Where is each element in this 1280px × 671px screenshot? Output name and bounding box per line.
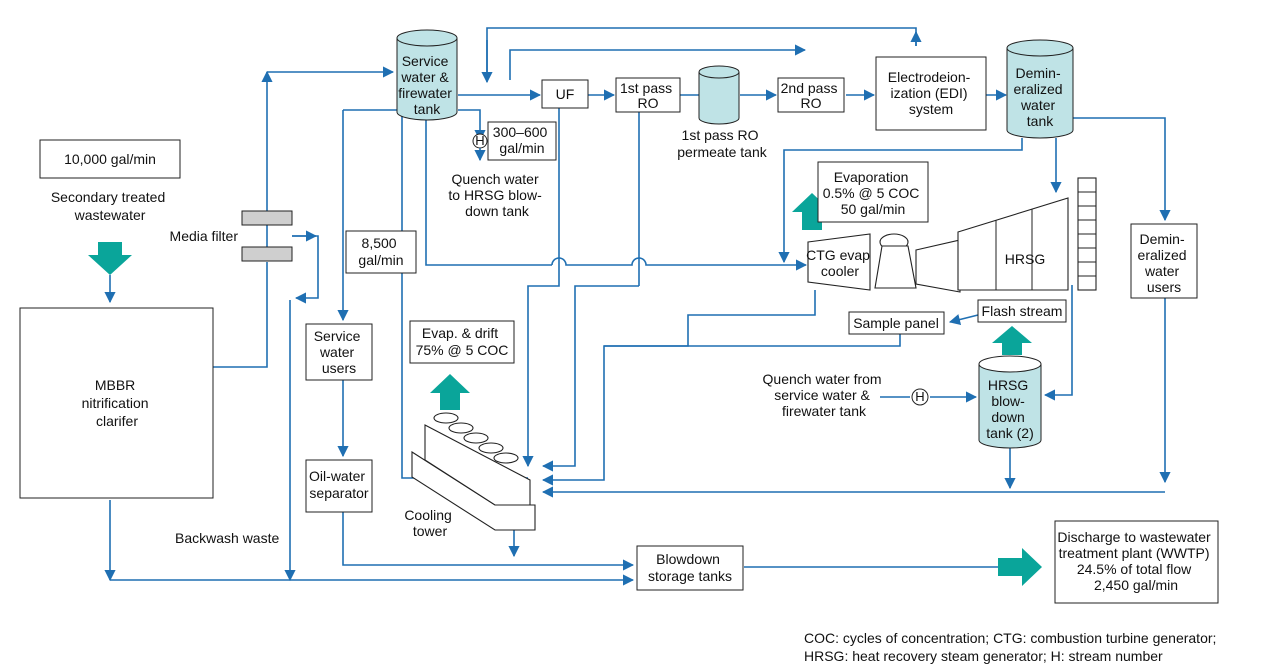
hrsg-blowdown-tank: HRSG blow- down tank (2) — [978, 355, 1042, 449]
ctg-cooler-label: CTG evap cooler — [806, 247, 874, 279]
demin-users-box: Demin- eralized water users — [1130, 223, 1198, 299]
service-users-label: Service water users — [314, 328, 365, 376]
input-arrow-icon — [88, 242, 132, 275]
evaporation-label: Evaporation 0.5% @ 5 COC 50 gal/min — [823, 169, 924, 217]
flow-300-box: 300–600 gal/min — [487, 121, 557, 161]
flow-8500-box: 8,500 gal/min — [345, 230, 417, 274]
turbine — [874, 233, 961, 293]
ro1-box: 1st pass RO — [615, 77, 681, 113]
mbbr-box: MBBR nitrification clarifer — [19, 307, 214, 499]
flow-in-label: 10,000 gal/min — [64, 151, 156, 167]
stream-marker-2: H — [911, 388, 929, 406]
secondary-label: Secondary treated wastewater — [51, 189, 169, 223]
uf-box: UF — [541, 79, 589, 109]
ro2-box: 2nd pass RO — [777, 77, 845, 113]
mbbr-label: MBBR nitrification clarifer — [82, 377, 153, 429]
sample-panel-label: Sample panel — [853, 315, 939, 331]
flash-arrow-icon — [992, 326, 1032, 355]
hrsg-unit: HRSG — [957, 177, 1097, 291]
blowdown-tank-label: HRSG blow- down tank (2) — [986, 377, 1033, 441]
blowdown-storage-label: Blowdown storage tanks — [648, 551, 732, 584]
flash-stream-label: Flash stream — [982, 303, 1063, 319]
demin-water-tank: Demin- eralized water tank — [1006, 39, 1074, 139]
service-users-box: Service water users — [305, 323, 373, 381]
backwash-label: Backwash waste — [175, 530, 279, 546]
service-tank-label: Service water & firewater tank — [398, 53, 456, 117]
stream-h-icon: H — [915, 389, 924, 404]
evaporation-box: Evaporation 0.5% @ 5 COC 50 gal/min — [817, 161, 929, 223]
sample-panel-box: Sample panel — [848, 311, 945, 335]
evap-drift-box: Evap. & drift 75% @ 5 COC — [409, 320, 515, 364]
cooling-tower — [411, 412, 536, 531]
ctg-evap-cooler: CTG evap cooler — [806, 233, 874, 291]
demin-tank-label: Demin- eralized water tank — [1014, 65, 1067, 129]
quench-from-label: Quench water from service water & firewa… — [763, 371, 886, 419]
hrsg-label: HRSG — [1005, 251, 1045, 267]
quench-hrsg-label: Quench water to HRSG blow- down tank — [448, 171, 545, 219]
oil-water-label: Oil-water separator — [309, 468, 369, 501]
cooling-tower-label: Cooling tower — [404, 507, 455, 539]
evap-drift-arrow-icon — [430, 374, 470, 410]
discharge-arrow-icon — [998, 548, 1042, 586]
media-filter-label: Media filter — [170, 228, 239, 244]
service-water-tank: Service water & firewater tank — [396, 29, 458, 121]
stream-h-icon: H — [475, 133, 484, 148]
flow-in-box: 10,000 gal/min — [39, 139, 181, 179]
blowdown-storage-box: Blowdown storage tanks — [636, 545, 744, 591]
stream-marker-1: H — [472, 133, 488, 149]
flash-stream-box: Flash stream — [977, 299, 1067, 323]
evap-drift-label: Evap. & drift 75% @ 5 COC — [416, 325, 509, 358]
flow-8500-label: 8,500 gal/min — [358, 235, 403, 268]
ro1-label: 1st pass RO — [620, 80, 676, 111]
discharge-box: Discharge to wastewater treatment plant … — [1054, 520, 1219, 604]
discharge-label: Discharge to wastewater treatment plant … — [1057, 529, 1214, 593]
media-filter: Media filter — [170, 210, 293, 262]
flow-300-label: 300–600 gal/min — [493, 124, 551, 156]
oil-water-separator-box: Oil-water separator — [305, 459, 373, 513]
ro2-label: 2nd pass RO — [781, 80, 842, 111]
edi-label: Electrodeion- ization (EDI) system — [888, 69, 974, 117]
uf-label: UF — [556, 86, 575, 102]
footnote: COC: cycles of concentration; CTG: combu… — [804, 630, 1220, 664]
demin-users-label: Demin- eralized water users — [1138, 231, 1191, 295]
ro1-permeate-tank — [698, 65, 740, 125]
ro1-tank-label: 1st pass RO permeate tank — [677, 127, 767, 160]
edi-box: Electrodeion- ization (EDI) system — [875, 56, 987, 131]
